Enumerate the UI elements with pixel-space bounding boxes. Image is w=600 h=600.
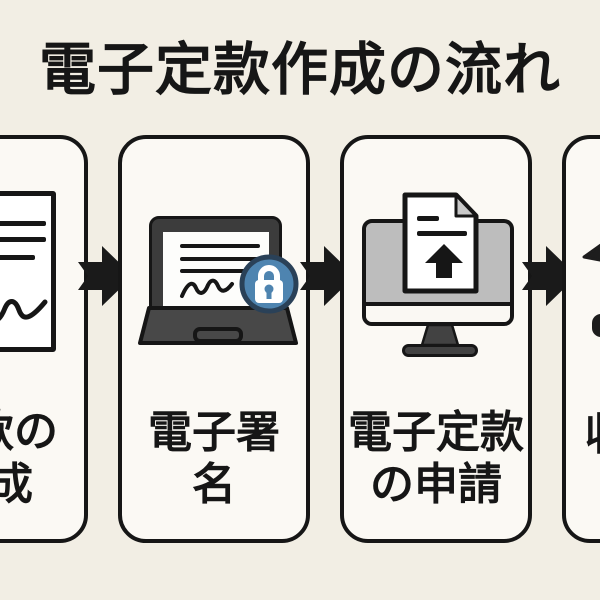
document-text-line: [180, 257, 260, 261]
step-label-line: 電子定款: [348, 408, 524, 457]
step-label-line: の申請: [370, 460, 502, 509]
step-label: 電子定款 の申請: [344, 407, 528, 511]
signature-squiggle-icon: [0, 299, 48, 321]
document-text-line: [0, 255, 35, 260]
page-title: 電子定款作成の流れ: [39, 38, 561, 102]
step-label-line: 電子署: [148, 408, 280, 457]
partial-icon-fragment: [592, 314, 600, 337]
right-arrow-icon: [78, 246, 133, 306]
step-label: 電子署 名: [122, 407, 306, 511]
laptop-base: [138, 306, 298, 345]
monitor-stand-neck: [420, 324, 460, 346]
lock-badge-icon: [239, 254, 299, 314]
step-label-line: 款の: [0, 407, 58, 456]
document-text-line: [0, 237, 46, 242]
monitor-stand-base: [402, 344, 478, 357]
partial-icon-fragment: [582, 243, 600, 262]
document-text-line: [180, 244, 260, 248]
upload-document-icon: [402, 192, 479, 294]
document-text-line: [0, 221, 46, 226]
step-label-line: 収: [584, 409, 600, 461]
step-label-line: 名: [192, 460, 236, 509]
monitor-chin: [366, 302, 510, 322]
right-arrow-icon: [300, 246, 355, 306]
signed-document-icon: [0, 191, 56, 352]
step-card-1: 款の 成: [0, 135, 88, 543]
document-text-line: [180, 269, 248, 273]
right-arrow-icon: [522, 246, 577, 306]
step-card-2: 電子署 名: [118, 135, 310, 543]
step-label-line: 成: [0, 460, 33, 509]
step-card-3: 電子定款 の申請: [340, 135, 532, 543]
step-card-4: 収: [562, 135, 600, 543]
upload-arrow-icon: [425, 244, 463, 278]
signature-squiggle-icon: [180, 278, 234, 298]
